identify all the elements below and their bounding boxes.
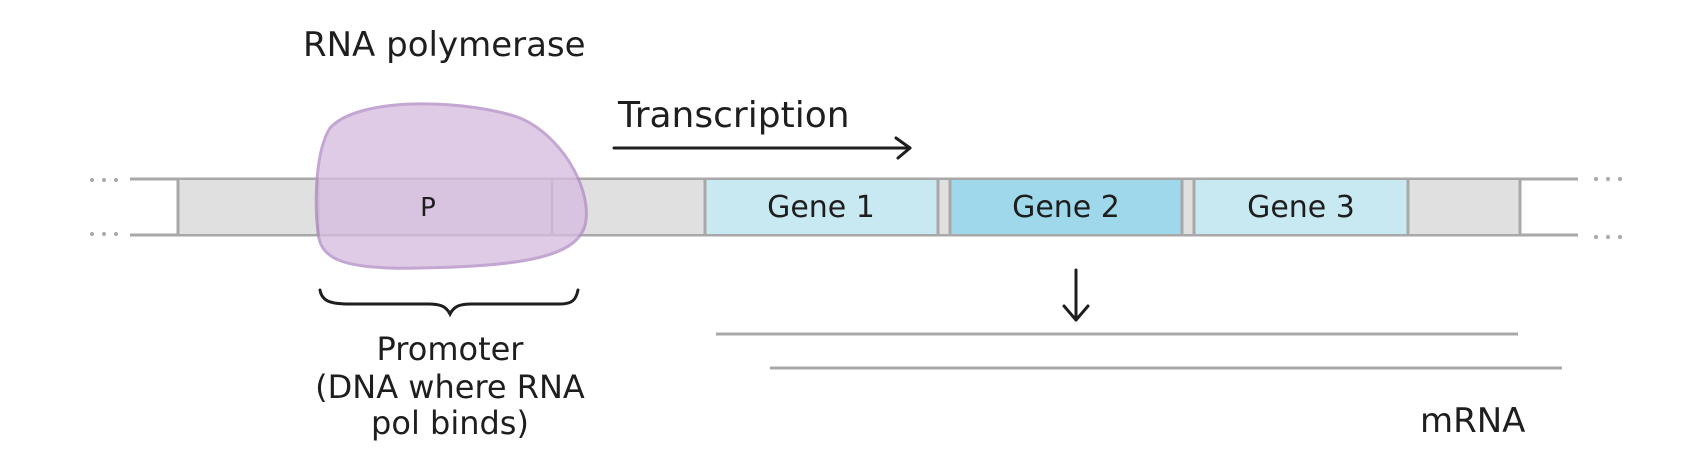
gene-3-label: Gene 3	[1247, 190, 1355, 225]
promoter-title: Promoter	[377, 330, 525, 368]
gene-3-box	[1194, 180, 1408, 234]
rna-polymerase-shape	[314, 102, 588, 270]
dna-segment-downstream	[1408, 180, 1520, 234]
gene-1-label: Gene 1	[767, 190, 875, 225]
dna-continuation-left	[90, 178, 118, 236]
promoter-description-line-1: (DNA where RNA	[315, 368, 585, 406]
gene-1-box	[705, 180, 938, 234]
gene-2-box	[950, 180, 1182, 234]
dna-continuation-right	[1594, 177, 1622, 239]
dna-spacer-2	[1182, 180, 1194, 234]
dna-segment-upstream	[178, 180, 318, 234]
promoter-box-label: P	[420, 193, 436, 223]
transcription-arrow	[612, 136, 912, 160]
promoter-description-line-2: pol binds)	[371, 404, 529, 442]
mrna-label: mRNA	[1420, 401, 1525, 441]
mrna-arrow	[1062, 268, 1090, 322]
rna-polymerase-label: RNA polymerase	[303, 25, 586, 65]
gene-2-label: Gene 2	[1012, 190, 1120, 225]
promoter-brace	[318, 288, 580, 318]
transcription-label: Transcription	[617, 95, 850, 136]
dna-spacer-1	[938, 180, 950, 234]
